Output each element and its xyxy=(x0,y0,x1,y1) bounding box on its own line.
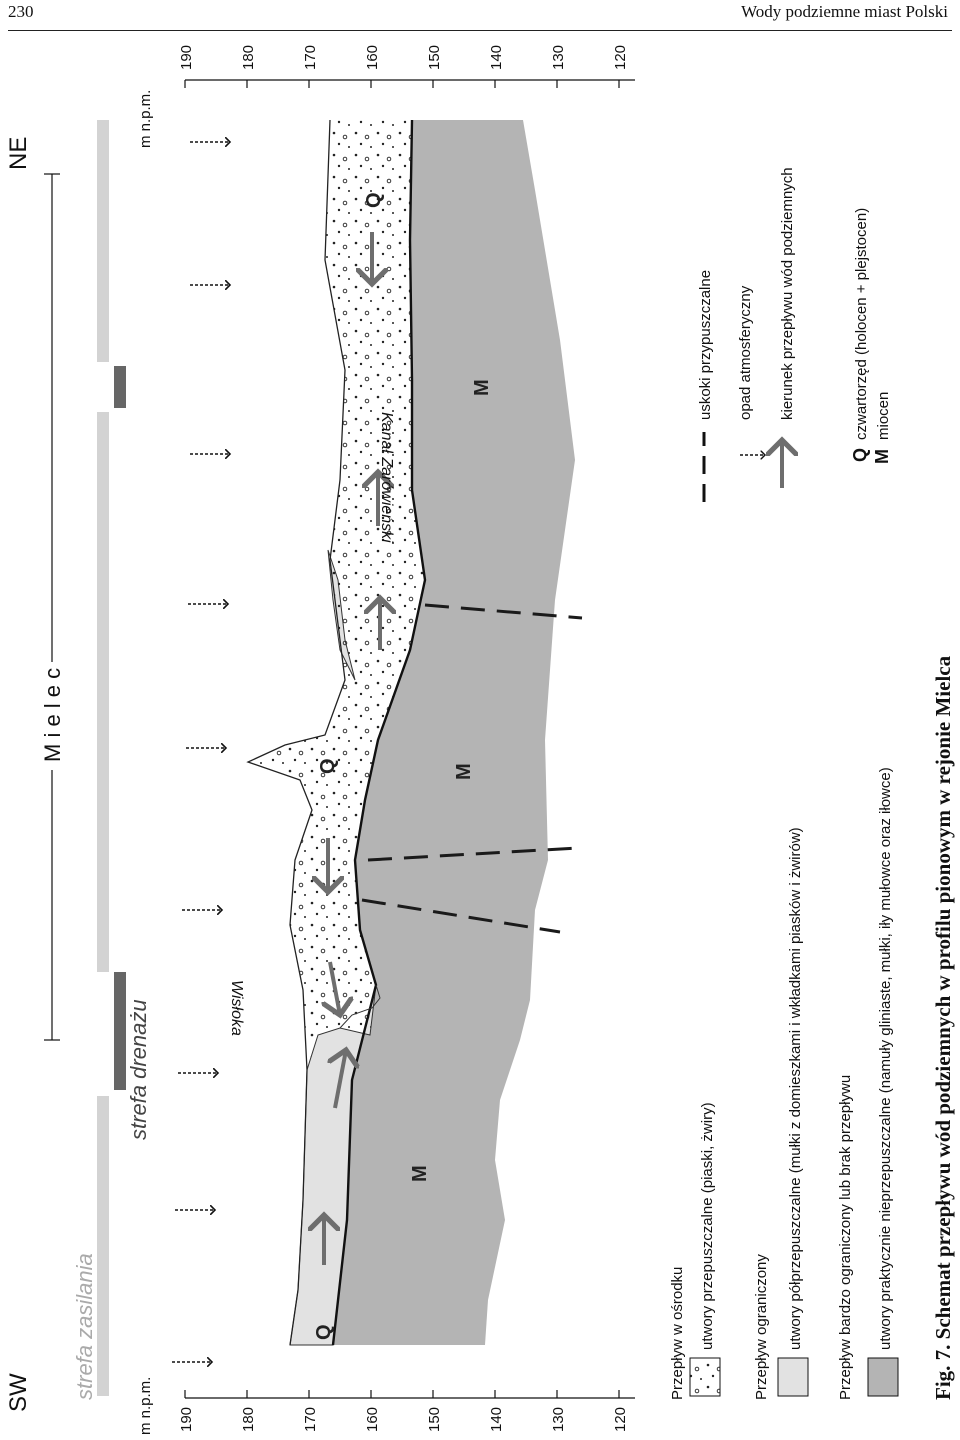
impermeable-miocen-layer xyxy=(333,120,575,1345)
drainage-zone-bar xyxy=(114,366,126,408)
header-rule xyxy=(8,30,952,31)
stratum-m-label: M xyxy=(453,763,475,780)
legend-swatch-impermeable xyxy=(867,1357,899,1397)
stratum-q-label: Q xyxy=(317,758,339,774)
legend-flow-very-limited: Przepływ bardzo ograniczony lub brak prz… xyxy=(837,1075,854,1400)
axis-tick-label: 170 xyxy=(302,45,319,70)
legend-precipitation: opad atmosferyczny xyxy=(737,285,754,420)
elevation-axis-bottom: m n.p.m. xyxy=(137,1377,635,1435)
legend-permeable: utwory przepuszczalne (piaski, żwiry) xyxy=(699,1102,716,1350)
fault-line xyxy=(424,603,583,620)
precipitation-arrows xyxy=(172,142,230,1362)
town-bracket xyxy=(44,173,60,1041)
axis-tick-label: 130 xyxy=(550,1407,567,1432)
stratum-m-label: M xyxy=(471,379,493,396)
supply-zone-label: strefa zasilania xyxy=(72,1253,97,1400)
axis-tick-label: 190 xyxy=(178,1407,195,1432)
legend-materials: Przepływ w ośrodku utwory przepuszczalne… xyxy=(669,767,899,1400)
ground-surface xyxy=(246,119,346,1346)
axis-ticks: 190 180 170 160 150 140 130 120 190 180 170 160 150 1… xyxy=(178,45,629,1432)
axis-tick-label: 140 xyxy=(488,45,505,70)
axis-tick-label: 160 xyxy=(364,1407,381,1432)
flow-arrow xyxy=(335,1050,346,1109)
running-title: Wody podziemne miast Polski xyxy=(741,2,948,21)
stratum-q-label: Q xyxy=(363,192,385,208)
legend-flow-limited: Przepływ ograniczony xyxy=(753,1254,770,1400)
page-number: 230 xyxy=(8,2,34,21)
axis-unit-label: m n.p.m. xyxy=(137,90,154,148)
axis-tick-label: 130 xyxy=(550,45,567,70)
fault-line xyxy=(361,898,561,934)
axis-unit-label: m n.p.m. xyxy=(137,1377,154,1435)
supply-zone-bar xyxy=(97,412,109,972)
legend-m-symbol: M xyxy=(872,449,892,464)
drainage-zone-bar xyxy=(114,972,126,1090)
flow-arrow xyxy=(330,961,340,1015)
faults xyxy=(361,603,583,934)
supply-zone-bar xyxy=(97,120,109,362)
direction-ne: NE xyxy=(5,137,32,170)
axis-tick-label: 180 xyxy=(240,1407,257,1432)
legend-symbols: uskoki przypuszczalne opad atmosferyczny… xyxy=(697,167,892,502)
town-label: M i e l e c xyxy=(40,668,65,762)
elevation-axis-top: m n.p.m. xyxy=(137,79,635,148)
legend-semi-permeable: utwory półprzepuszczalne (mułki z domies… xyxy=(787,827,804,1350)
legend-impermeable: utwory praktycznie nieprzepuszczalne (na… xyxy=(877,767,894,1350)
geology-section xyxy=(246,119,575,1346)
permeable-quaternary-layer xyxy=(248,120,425,1070)
direction-sw: SW xyxy=(5,1373,32,1412)
flow-arrows xyxy=(324,232,380,1265)
legend-swatch-semi-permeable xyxy=(777,1357,809,1397)
axis-tick-label: 120 xyxy=(612,1407,629,1432)
axis-tick-label: 170 xyxy=(302,1407,319,1432)
canal-label: Kanał Zarówieński xyxy=(378,412,395,543)
wisloka-riverbed xyxy=(339,984,381,1029)
page-header: 230 Wody podziemne miast Polski xyxy=(0,0,960,40)
zone-bars xyxy=(97,120,126,1396)
supply-zone-bar xyxy=(97,1096,109,1396)
legend-m-desc: miocen xyxy=(875,392,892,440)
legend-q-desc: czwartorzęd (holocen + plejstocen) xyxy=(853,208,870,440)
drainage-zone-label: strefa drenażu xyxy=(126,999,151,1140)
legend-flow-in-medium: Przepływ w ośrodku xyxy=(669,1267,686,1400)
axis-tick-label: 150 xyxy=(426,1407,443,1432)
axis-tick-label: 120 xyxy=(612,45,629,70)
legend-faults: uskoki przypuszczalne xyxy=(697,270,714,420)
legend-swatch-permeable xyxy=(689,1357,721,1397)
axis-tick-label: 190 xyxy=(178,45,195,70)
stratum-q-label: Q xyxy=(313,1324,335,1340)
stratum-m-label: M xyxy=(409,1165,431,1182)
river-wisloka-label: Wisłoka xyxy=(228,980,245,1036)
strata-letters: Q Q Q M M M xyxy=(313,192,493,1340)
axis-tick-label: 150 xyxy=(426,45,443,70)
axis-tick-label: 140 xyxy=(488,1407,505,1432)
axis-tick-label: 160 xyxy=(364,45,381,70)
axis-tick-label: 180 xyxy=(240,45,257,70)
legend-flow-direction: kierunek przepływu wód podziemnych xyxy=(779,167,796,420)
legend-q-symbol: Q xyxy=(850,448,870,462)
figure-caption: Fig. 7. Schemat przepływu wód podziemnyc… xyxy=(931,655,955,1400)
